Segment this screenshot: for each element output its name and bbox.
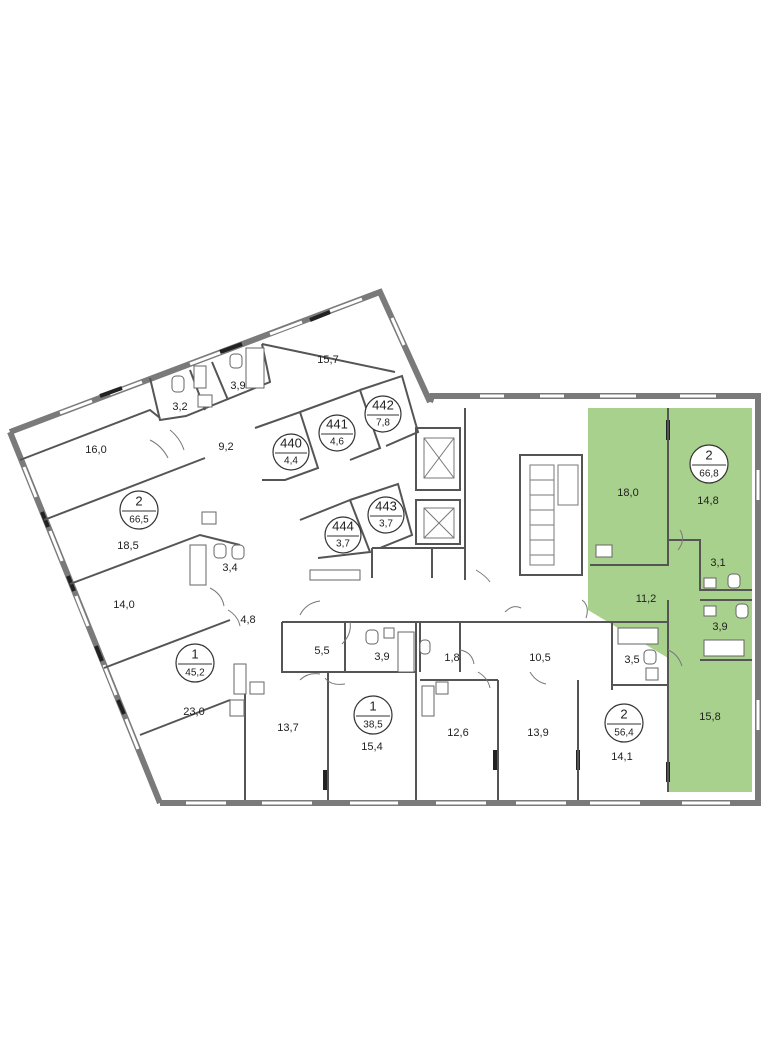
unit-badge[interactable]: 444 3,7 [324, 516, 362, 554]
unit-badge[interactable]: 440 4,4 [272, 433, 310, 471]
room-area-4-8: 4,8 [240, 614, 255, 626]
apartment-badge[interactable]: 2 66,5 [119, 490, 159, 530]
room-area-3-9-c: 3,9 [712, 621, 727, 633]
room-area-14-8: 14,8 [697, 495, 718, 507]
apartment-area: 66,8 [699, 469, 719, 480]
elevators [423, 437, 455, 539]
unit-area: 7,8 [376, 418, 390, 429]
unit-number: 444 [332, 518, 354, 533]
inner-walls [19, 343, 752, 800]
room-area-15-8: 15,8 [699, 711, 720, 723]
apartment-area: 66,5 [129, 515, 149, 526]
windows [22, 297, 760, 805]
highlighted-apartment-area[interactable] [588, 408, 752, 792]
room-labels: 15,7 3,9 3,2 16,0 9,2 18,5 3,4 14,0 4,8 … [85, 354, 727, 763]
doors [149, 429, 684, 689]
room-area-3-4: 3,4 [222, 562, 237, 574]
room-area-1-8: 1,8 [444, 652, 459, 664]
apartment-badge[interactable]: 2 66,8 [689, 444, 729, 484]
room-area-3-9-a: 3,9 [230, 380, 245, 392]
unit-number: 440 [280, 435, 302, 450]
unit-badges: 440 4,4 441 4,6 442 7,8 443 3,7 444 3,7 [272, 395, 405, 554]
room-area-16-0: 16,0 [85, 444, 106, 456]
apartment-area: 45,2 [185, 668, 205, 679]
unit-badge[interactable]: 443 3,7 [367, 496, 405, 534]
unit-area: 4,4 [284, 456, 298, 467]
apartment-badge[interactable]: 2 56,4 [604, 703, 644, 743]
apartment-rooms: 2 [705, 447, 712, 462]
room-area-15-7: 15,7 [317, 354, 338, 366]
unit-number: 441 [326, 416, 348, 431]
highlighted-apartment[interactable] [588, 408, 752, 792]
room-area-3-5: 3,5 [624, 654, 639, 666]
apartment-area: 56,4 [614, 728, 634, 739]
apartment-badge[interactable]: 1 45,2 [175, 643, 215, 683]
unit-number: 442 [372, 397, 394, 412]
unit-number: 443 [375, 498, 397, 513]
unit-area: 4,6 [330, 437, 344, 448]
apartment-rooms: 2 [620, 706, 627, 721]
room-area-23-0: 23,0 [183, 706, 204, 718]
unit-badge[interactable]: 441 4,6 [318, 414, 356, 452]
apartment-rooms: 1 [369, 698, 376, 713]
room-area-13-9: 13,9 [527, 727, 548, 739]
room-area-3-9-b: 3,9 [374, 651, 389, 663]
unit-area: 3,7 [379, 519, 393, 530]
room-area-11-2: 11,2 [636, 593, 657, 605]
apartment-rooms: 2 [135, 493, 142, 508]
room-area-13-7: 13,7 [277, 722, 298, 734]
bathroom-fixtures [171, 347, 749, 717]
unit-badge[interactable]: 442 7,8 [364, 395, 402, 433]
apartment-area: 38,5 [363, 720, 383, 731]
room-area-14-0: 14,0 [113, 599, 134, 611]
apartment-badge[interactable]: 1 38,5 [353, 695, 393, 735]
room-area-18-5: 18,5 [117, 540, 138, 552]
room-area-10-5: 10,5 [529, 652, 550, 664]
room-area-18-0: 18,0 [617, 487, 638, 499]
staircase [529, 464, 579, 566]
apartment-badges: 2 66,5 1 45,2 1 38,5 2 56,4 2 66,8 [119, 444, 729, 743]
room-area-9-2: 9,2 [218, 441, 233, 453]
room-area-3-1: 3,1 [710, 557, 725, 569]
room-area-15-4: 15,4 [361, 741, 382, 753]
apartment-rooms: 1 [191, 646, 198, 661]
unit-area: 3,7 [336, 539, 350, 550]
room-area-3-2: 3,2 [172, 401, 187, 413]
room-area-14-1: 14,1 [611, 751, 632, 763]
room-area-5-5: 5,5 [314, 645, 329, 657]
room-area-12-6: 12,6 [447, 727, 468, 739]
